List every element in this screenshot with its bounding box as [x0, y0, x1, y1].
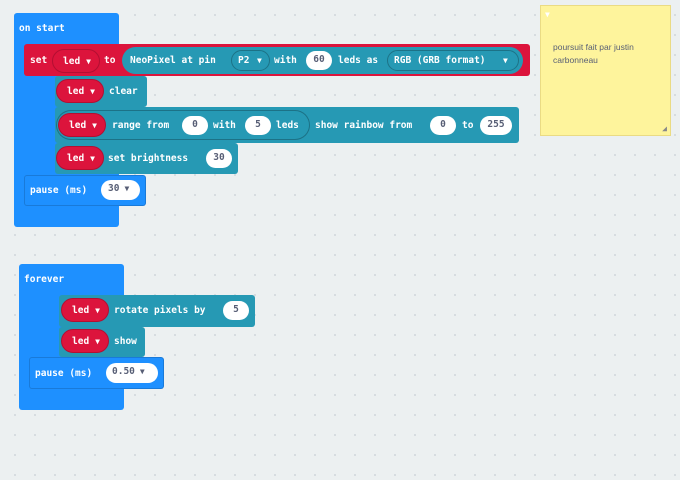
collapse-icon[interactable]: ▼	[545, 10, 550, 19]
hue-start-input[interactable]: 0	[430, 116, 456, 135]
pause-label: pause (ms)	[30, 185, 88, 196]
dropdown-arrow-icon: ▼	[503, 56, 508, 65]
variable-name: led	[72, 336, 90, 347]
dropdown-arrow-icon: ▼	[95, 306, 100, 315]
hue-end-input[interactable]: 255	[480, 116, 512, 135]
dropdown-arrow-icon: ▼	[139, 367, 145, 376]
forever-label: forever	[24, 274, 65, 285]
dropdown-arrow-icon: ▼	[90, 154, 95, 163]
resize-handle-icon[interactable]: ◢	[662, 124, 667, 133]
rotate-variable-dropdown[interactable]: led ▼	[61, 298, 109, 322]
show-rainbow-from-label: show rainbow from	[315, 120, 413, 131]
dropdown-arrow-icon: ▼	[124, 184, 130, 193]
range-from-label: range from	[112, 120, 170, 131]
dropdown-arrow-icon: ▼	[95, 337, 100, 346]
to-label: to	[104, 55, 116, 66]
format-dropdown[interactable]: RGB (GRB format) ▼	[387, 50, 519, 71]
pause-value: 30	[108, 183, 120, 194]
clear-label: clear	[109, 86, 138, 97]
brightness-variable-dropdown[interactable]: led ▼	[56, 146, 104, 170]
range-variable-dropdown[interactable]: led ▼	[58, 113, 106, 137]
pin-value: P2	[238, 55, 250, 66]
forever-pause-label: pause (ms)	[35, 368, 93, 379]
set-variable-dropdown[interactable]: led ▼	[52, 49, 100, 73]
variable-name: led	[67, 86, 85, 97]
show-variable-dropdown[interactable]: led ▼	[61, 329, 109, 353]
neopixel-at-pin-label: NeoPixel at pin	[130, 55, 216, 66]
forever-pause-dropdown[interactable]: 0.50 ▼	[106, 363, 158, 383]
range-start-input[interactable]: 0	[182, 116, 208, 135]
rotate-pixels-label: rotate pixels by	[114, 305, 206, 316]
dropdown-arrow-icon: ▼	[90, 87, 95, 96]
variable-name: led	[67, 153, 85, 164]
pause-duration-dropdown[interactable]: 30 ▼	[101, 180, 140, 200]
dropdown-arrow-icon: ▼	[86, 57, 91, 66]
with-label: with	[274, 55, 297, 66]
led-count-input[interactable]: 60	[306, 51, 332, 70]
show-label: show	[114, 336, 137, 347]
clear-variable-dropdown[interactable]: led ▼	[56, 79, 104, 103]
dropdown-arrow-icon: ▼	[92, 121, 97, 130]
workspace-comment[interactable]: ▼ poursuit fait par justin carbonneau ◢	[540, 5, 671, 136]
comment-text[interactable]: poursuit fait par justin carbonneau	[553, 42, 634, 65]
hue-to-label: to	[462, 120, 474, 131]
range-count-input[interactable]: 5	[245, 116, 271, 135]
variable-name: led	[69, 120, 87, 131]
set-brightness-label: set brightness	[108, 153, 189, 164]
leds-label: leds	[276, 120, 299, 131]
brightness-input[interactable]: 30	[206, 149, 232, 168]
variable-name: led	[72, 305, 90, 316]
forever-pause-value: 0.50	[112, 366, 135, 377]
pin-dropdown[interactable]: P2 ▼	[231, 50, 270, 71]
rotate-amount-input[interactable]: 5	[223, 301, 249, 320]
leds-as-label: leds as	[338, 55, 379, 66]
set-label: set	[30, 55, 48, 66]
format-value: RGB (GRB format)	[394, 55, 486, 66]
variable-name: led	[63, 56, 81, 67]
dropdown-arrow-icon: ▼	[257, 56, 262, 65]
on-start-label: on start	[19, 23, 65, 34]
range-with-label: with	[213, 120, 236, 131]
